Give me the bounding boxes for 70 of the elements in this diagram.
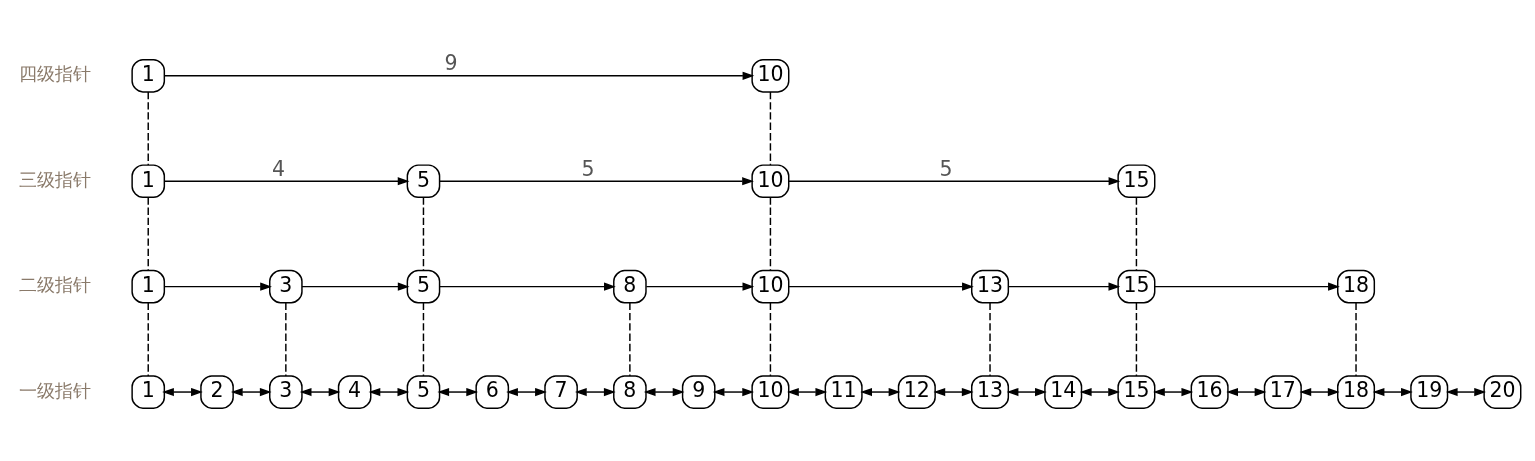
arrow bbox=[1154, 282, 1340, 291]
arrow bbox=[230, 387, 272, 396]
arrow bbox=[788, 176, 1121, 185]
connector bbox=[1135, 196, 1138, 271]
arrow bbox=[1006, 387, 1047, 396]
arrow bbox=[163, 282, 272, 291]
node-box: 10 bbox=[751, 269, 790, 303]
node-box: 15 bbox=[1117, 269, 1156, 303]
arrow bbox=[162, 387, 203, 396]
arrow bbox=[933, 387, 974, 396]
arrow bbox=[439, 176, 754, 185]
arrow bbox=[301, 282, 410, 291]
connector bbox=[629, 301, 631, 377]
arrow bbox=[788, 282, 974, 291]
edge-label: 5 bbox=[581, 156, 595, 181]
node-box: 18 bbox=[1337, 374, 1376, 409]
arrow bbox=[1153, 387, 1194, 396]
label: 四级指针 bbox=[18, 63, 91, 84]
node-box: 14 bbox=[1044, 374, 1083, 409]
arrow bbox=[1299, 387, 1340, 396]
arrow bbox=[1226, 387, 1267, 396]
label: 二级指针 bbox=[18, 274, 91, 295]
arrow bbox=[575, 387, 616, 396]
arrow bbox=[1445, 387, 1486, 396]
arrow bbox=[712, 387, 754, 396]
arrow bbox=[163, 71, 755, 80]
node-box: 20 bbox=[1483, 374, 1522, 409]
connector bbox=[1135, 301, 1138, 377]
connector bbox=[1355, 301, 1357, 377]
node-box: 12 bbox=[897, 374, 936, 409]
arrow bbox=[299, 387, 341, 396]
connector bbox=[422, 196, 425, 271]
arrow bbox=[645, 282, 755, 291]
label: 一级指针 bbox=[18, 380, 91, 401]
arrow bbox=[368, 387, 410, 396]
node-box: 13 bbox=[971, 269, 1010, 303]
node-box: 16 bbox=[1190, 374, 1229, 409]
node-box: 18 bbox=[1337, 269, 1376, 303]
arrow bbox=[787, 387, 828, 396]
edge-label: 4 bbox=[272, 156, 286, 181]
node-box: 17 bbox=[1263, 374, 1302, 409]
arrow bbox=[437, 387, 478, 396]
node-box: 13 bbox=[971, 374, 1010, 409]
node-box: 11 bbox=[824, 374, 863, 409]
arrow bbox=[1008, 282, 1121, 291]
node-box: 10 bbox=[751, 374, 790, 409]
arrow bbox=[163, 176, 410, 185]
connector bbox=[769, 90, 772, 166]
arrow bbox=[1372, 387, 1413, 396]
connector bbox=[422, 301, 425, 377]
connector bbox=[147, 90, 149, 166]
connector bbox=[989, 301, 991, 377]
connector bbox=[147, 301, 149, 377]
arrow bbox=[860, 387, 901, 396]
label: 三级指针 bbox=[18, 169, 91, 190]
arrow bbox=[506, 387, 547, 396]
edge-label: 9 bbox=[444, 50, 458, 75]
arrow bbox=[438, 282, 616, 291]
node-box: 15 bbox=[1117, 374, 1156, 409]
edge-label: 5 bbox=[939, 156, 953, 181]
connector bbox=[769, 196, 772, 271]
node-box: 19 bbox=[1410, 374, 1449, 409]
node-box: 10 bbox=[751, 58, 790, 93]
node-box: 15 bbox=[1117, 163, 1156, 198]
node-box: 10 bbox=[751, 163, 790, 198]
connector bbox=[769, 301, 772, 377]
arrow bbox=[643, 387, 685, 396]
arrow bbox=[1079, 387, 1120, 396]
connector bbox=[285, 301, 287, 377]
connector bbox=[147, 196, 149, 271]
